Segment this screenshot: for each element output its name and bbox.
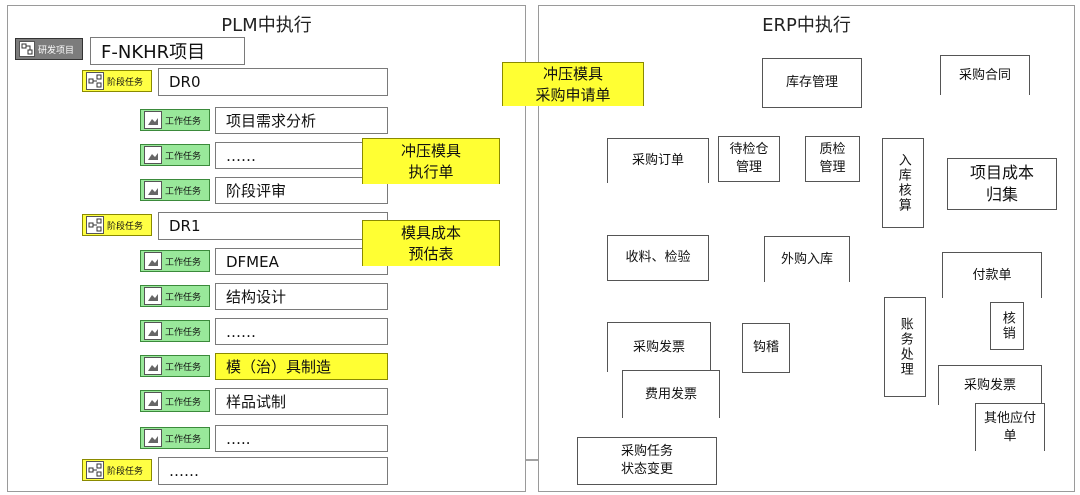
work-tag: 工作任务 bbox=[140, 390, 210, 412]
task-ellipsis: ….. bbox=[215, 425, 388, 452]
picture-icon bbox=[144, 429, 162, 447]
purchase-contract: 采购合同 bbox=[940, 55, 1030, 95]
stage-icon bbox=[86, 216, 104, 234]
work-tag: 工作任务 bbox=[140, 179, 210, 201]
picture-icon bbox=[144, 111, 162, 129]
work-tag-label: 工作任务 bbox=[165, 327, 202, 338]
stage-icon bbox=[86, 461, 104, 479]
work-tag: 工作任务 bbox=[140, 285, 210, 307]
work-tag: 工作任务 bbox=[140, 320, 210, 342]
stage-dr1: DR1 bbox=[158, 212, 388, 240]
task-ellipsis: …… bbox=[215, 142, 388, 169]
other-payable: 其他应付 单 bbox=[975, 403, 1045, 451]
stage-tag-more: 阶段任务 bbox=[82, 459, 152, 481]
purchase-invoice-left: 采购发票 bbox=[607, 322, 711, 372]
project-icon bbox=[19, 41, 35, 57]
work-tag-label: 工作任务 bbox=[165, 257, 202, 268]
mold-execution-sheet: 冲压模具 执行单 bbox=[362, 138, 500, 184]
work-tag-label: 工作任务 bbox=[165, 292, 202, 303]
project-tag-label: 研发项目 bbox=[38, 45, 75, 56]
work-tag-label: 工作任务 bbox=[165, 434, 202, 445]
stage-dr0: DR0 bbox=[158, 68, 388, 96]
work-tag: 工作任务 bbox=[140, 109, 210, 131]
purchase-request: 冲压模具 采购申请单 bbox=[502, 62, 644, 106]
quality-check: 质检 管理 bbox=[805, 136, 860, 182]
inventory-management: 库存管理 bbox=[762, 58, 862, 108]
task-sample-trial: 样品试制 bbox=[215, 388, 388, 415]
external-inbound: 外购入库 bbox=[764, 236, 850, 282]
picture-icon bbox=[144, 181, 162, 199]
stage-icon bbox=[86, 72, 104, 90]
erp-panel-title: ERP中执行 bbox=[762, 15, 851, 36]
accounting-processing: 账务处理 bbox=[884, 297, 926, 397]
mold-cost-estimate: 模具成本 预估表 bbox=[362, 220, 500, 266]
plm-panel-title: PLM中执行 bbox=[221, 15, 312, 36]
purchase-task-status: 采购任务 状态变更 bbox=[577, 437, 717, 485]
project-cost: 项目成本 归集 bbox=[947, 158, 1057, 210]
pending-inspection: 待检仓 管理 bbox=[718, 136, 780, 182]
stage-tag-label: 阶段任务 bbox=[107, 221, 144, 232]
work-tag: 工作任务 bbox=[140, 427, 210, 449]
work-tag-label: 工作任务 bbox=[165, 186, 202, 197]
project-tag: 研发项目 bbox=[15, 38, 83, 60]
stage-tag-dr0: 阶段任务 bbox=[82, 70, 152, 92]
work-tag-label: 工作任务 bbox=[165, 151, 202, 162]
purchase-invoice-right: 采购发票 bbox=[938, 365, 1042, 405]
picture-icon bbox=[144, 392, 162, 410]
stage-tag-label: 阶段任务 bbox=[107, 77, 144, 88]
work-tag: 工作任务 bbox=[140, 250, 210, 272]
task-requirement-analysis: 项目需求分析 bbox=[215, 107, 388, 134]
work-tag-label: 工作任务 bbox=[165, 397, 202, 408]
inbound-accounting: 入库核算 bbox=[882, 138, 924, 228]
stage-tag-label: 阶段任务 bbox=[107, 466, 144, 477]
write-off: 核销 bbox=[990, 302, 1024, 350]
project-name: F-NKHR项目 bbox=[90, 37, 245, 65]
expense-invoice: 费用发票 bbox=[622, 370, 720, 418]
task-ellipsis: …… bbox=[215, 318, 388, 345]
receiving-inspection: 收料、检验 bbox=[607, 235, 709, 281]
picture-icon bbox=[144, 252, 162, 270]
task-dfmea: DFMEA bbox=[215, 248, 388, 275]
reconcile: 钩稽 bbox=[742, 323, 790, 373]
work-tag-label: 工作任务 bbox=[165, 362, 202, 373]
picture-icon bbox=[144, 287, 162, 305]
picture-icon bbox=[144, 146, 162, 164]
task-mold-manufacturing: 模（治）具制造 bbox=[215, 353, 388, 380]
task-stage-review: 阶段评审 bbox=[215, 177, 388, 204]
picture-icon bbox=[144, 357, 162, 375]
stage-tag-dr1: 阶段任务 bbox=[82, 214, 152, 236]
work-tag: 工作任务 bbox=[140, 355, 210, 377]
stage-more: …… bbox=[158, 457, 388, 485]
work-tag: 工作任务 bbox=[140, 144, 210, 166]
task-structure-design: 结构设计 bbox=[215, 283, 388, 310]
purchase-order: 采购订单 bbox=[607, 138, 709, 183]
work-tag-label: 工作任务 bbox=[165, 116, 202, 127]
picture-icon bbox=[144, 322, 162, 340]
payment-order: 付款单 bbox=[942, 252, 1042, 298]
